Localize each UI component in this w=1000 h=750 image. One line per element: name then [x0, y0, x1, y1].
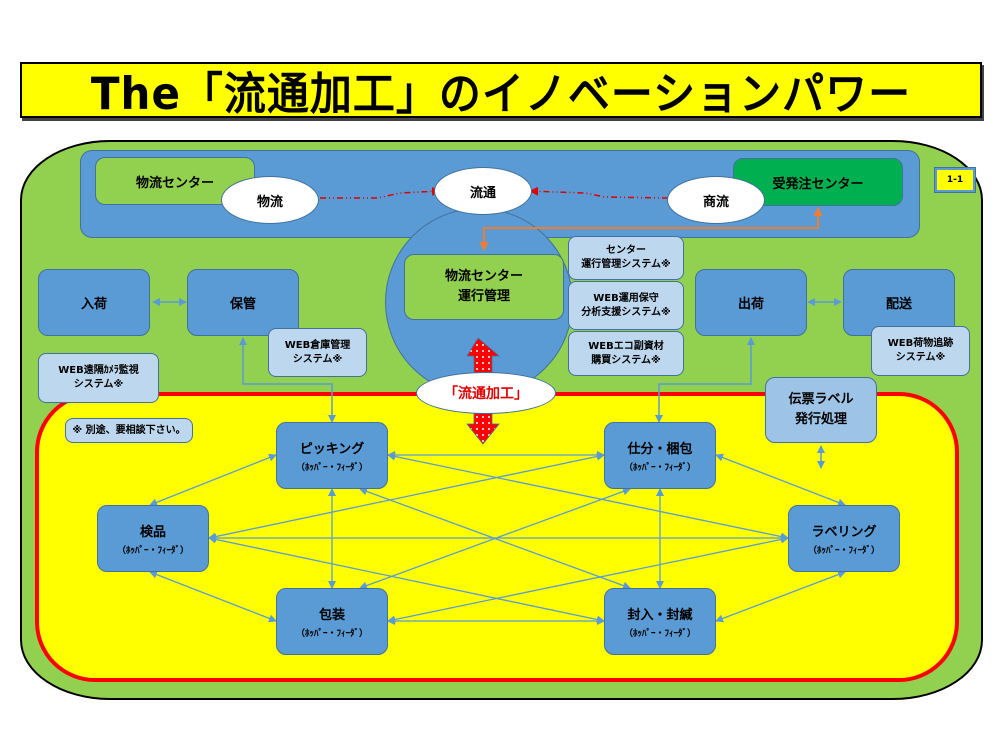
center-management-line1: 物流センター — [444, 269, 523, 284]
flow-commercial-label: 商流 — [702, 194, 729, 210]
connector-inspection-packaging — [149, 570, 277, 623]
system-web-eco-line1: WEBエコ副資材 — [588, 340, 664, 352]
process-packaging-title: 包装 — [318, 608, 345, 623]
node-storage[interactable]: 保管 — [187, 269, 299, 336]
node-shipping-label: 出荷 — [737, 297, 764, 312]
connector-sorting-inspection — [208, 452, 605, 541]
system-web-tracking[interactable]: WEB荷物追跡 システム※ — [871, 326, 970, 376]
process-sealing[interactable]: 封入・封緘 （ﾎｯﾊﾟｰ・ﾌｨｰﾀﾞ） — [604, 588, 716, 655]
center-management-box[interactable]: 物流センター 運行管理 — [404, 254, 564, 320]
node-storage-label: 保管 — [229, 297, 256, 312]
center-management-line2: 運行管理 — [457, 289, 510, 304]
node-receiving[interactable]: 入荷 — [38, 269, 150, 336]
logistics-center-label: 物流センター — [135, 175, 214, 191]
connector-labeling-sealing — [715, 570, 846, 623]
note-text: ※ 別途、要相談下さい。 — [72, 424, 186, 436]
note-box: ※ 別途、要相談下さい。 — [65, 418, 193, 443]
system-web-tracking-line1: WEB荷物追跡 — [887, 338, 954, 349]
connector-picking-labeling — [387, 452, 789, 541]
process-picking-title: ピッキング — [299, 442, 365, 457]
page-title: The「流通加工」のイノベーションパワー — [90, 67, 912, 119]
node-delivery[interactable]: 配送 — [843, 269, 955, 336]
process-sorting-sub: （ﾎｯﾊﾟｰ・ﾌｨｰﾀﾞ） — [623, 463, 696, 473]
system-center-ops[interactable]: センター 運行管理システム※ — [568, 236, 684, 280]
flow-commercial-ellipse[interactable]: 商流 — [667, 176, 765, 224]
node-shipping[interactable]: 出荷 — [695, 269, 807, 336]
process-packaging-sub: （ﾎｯﾊﾟｰ・ﾌｨｰﾀﾞ） — [295, 629, 368, 639]
page-tag: 1-1 — [934, 167, 976, 193]
process-packaging[interactable]: 包装 （ﾎｯﾊﾟｰ・ﾌｨｰﾀﾞ） — [276, 588, 388, 655]
system-web-eco[interactable]: WEBエコ副資材 購買システム※ — [568, 331, 684, 376]
processing-label: 「流通加工」 — [444, 386, 528, 402]
system-web-maintenance-line2: 分析支援システム※ — [581, 306, 671, 318]
slip-label-line1: 伝票ラベル — [788, 392, 854, 407]
connector-packaging-labeling — [387, 535, 789, 624]
system-web-eco-line2: 購買システム※ — [591, 354, 661, 366]
process-inspection-title: 検品 — [139, 525, 166, 540]
process-inspection[interactable]: 検品 （ﾎｯﾊﾟｰ・ﾌｨｰﾀﾞ） — [97, 505, 209, 572]
system-web-warehouse[interactable]: WEB倉庫管理 システム※ — [268, 328, 367, 377]
system-web-maintenance[interactable]: WEB運用保守 分析支援システム※ — [568, 281, 684, 330]
process-mesh — [149, 451, 846, 625]
process-labeling[interactable]: ラベリング （ﾎｯﾊﾟｰ・ﾌｨｰﾀﾞ） — [788, 505, 900, 572]
sorting-shipping-connector — [655, 337, 755, 423]
system-web-tracking-line2: システム※ — [895, 352, 946, 363]
process-sealing-title: 封入・封緘 — [627, 608, 693, 623]
system-web-warehouse-line1: WEB倉庫管理 — [284, 339, 351, 351]
system-web-camera-line1: WEB遠隔ｶﾒﾗ監視 — [58, 365, 139, 376]
process-sorting-title: 仕分・梱包 — [627, 442, 693, 457]
process-inspection-sub: （ﾎｯﾊﾟｰ・ﾌｨｰﾀﾞ） — [116, 546, 189, 556]
system-web-camera-line2: システム※ — [73, 379, 124, 390]
connector-labeling-sorting — [715, 453, 846, 507]
flow-physical-label: 物流 — [256, 194, 283, 210]
system-center-ops-line2: 運行管理システム※ — [581, 259, 671, 270]
title-banner: The「流通加工」のイノベーションパワー — [20, 62, 982, 119]
system-web-maintenance-line1: WEB運用保守 — [593, 292, 659, 304]
order-center-label: 受発注センター — [772, 176, 864, 192]
node-receiving-label: 入荷 — [80, 297, 107, 312]
slip-label-line2: 発行処理 — [794, 412, 847, 427]
process-sealing-sub: （ﾎｯﾊﾟｰ・ﾌｨｰﾀﾞ） — [623, 629, 696, 639]
system-web-warehouse-line2: システム※ — [292, 353, 343, 365]
flow-distribution-label: 流通 — [469, 185, 496, 201]
flow-arrow-physical — [320, 186, 441, 199]
system-web-camera[interactable]: WEB遠隔ｶﾒﾗ監視 システム※ — [38, 353, 159, 403]
flow-distribution-ellipse[interactable]: 流通 — [434, 167, 532, 215]
process-picking-sub: （ﾎｯﾊﾟｰ・ﾌｨｰﾀﾞ） — [295, 463, 368, 473]
node-delivery-label: 配送 — [885, 297, 912, 312]
system-center-ops-line1: センター — [606, 245, 646, 256]
process-picking[interactable]: ピッキング （ﾎｯﾊﾟｰ・ﾌｨｰﾀﾞ） — [276, 422, 388, 489]
process-labeling-sub: （ﾎｯﾊﾟｰ・ﾌｨｰﾀﾞ） — [807, 546, 880, 556]
storage-picking-connector — [239, 337, 336, 423]
process-labeling-title: ラベリング — [811, 525, 877, 540]
slip-label-box[interactable]: 伝票ラベル 発行処理 — [765, 377, 877, 443]
flow-physical-ellipse[interactable]: 物流 — [221, 176, 319, 224]
flow-arrow-commercial — [529, 186, 669, 199]
process-sorting[interactable]: 仕分・梱包 （ﾎｯﾊﾟｰ・ﾌｨｰﾀﾞ） — [604, 422, 716, 489]
processing-label-ellipse: 「流通加工」 — [416, 372, 556, 414]
connector-inspection-picking — [149, 453, 277, 507]
page-tag-label: 1-1 — [946, 175, 964, 185]
connector-inspection-sealing — [208, 535, 605, 624]
